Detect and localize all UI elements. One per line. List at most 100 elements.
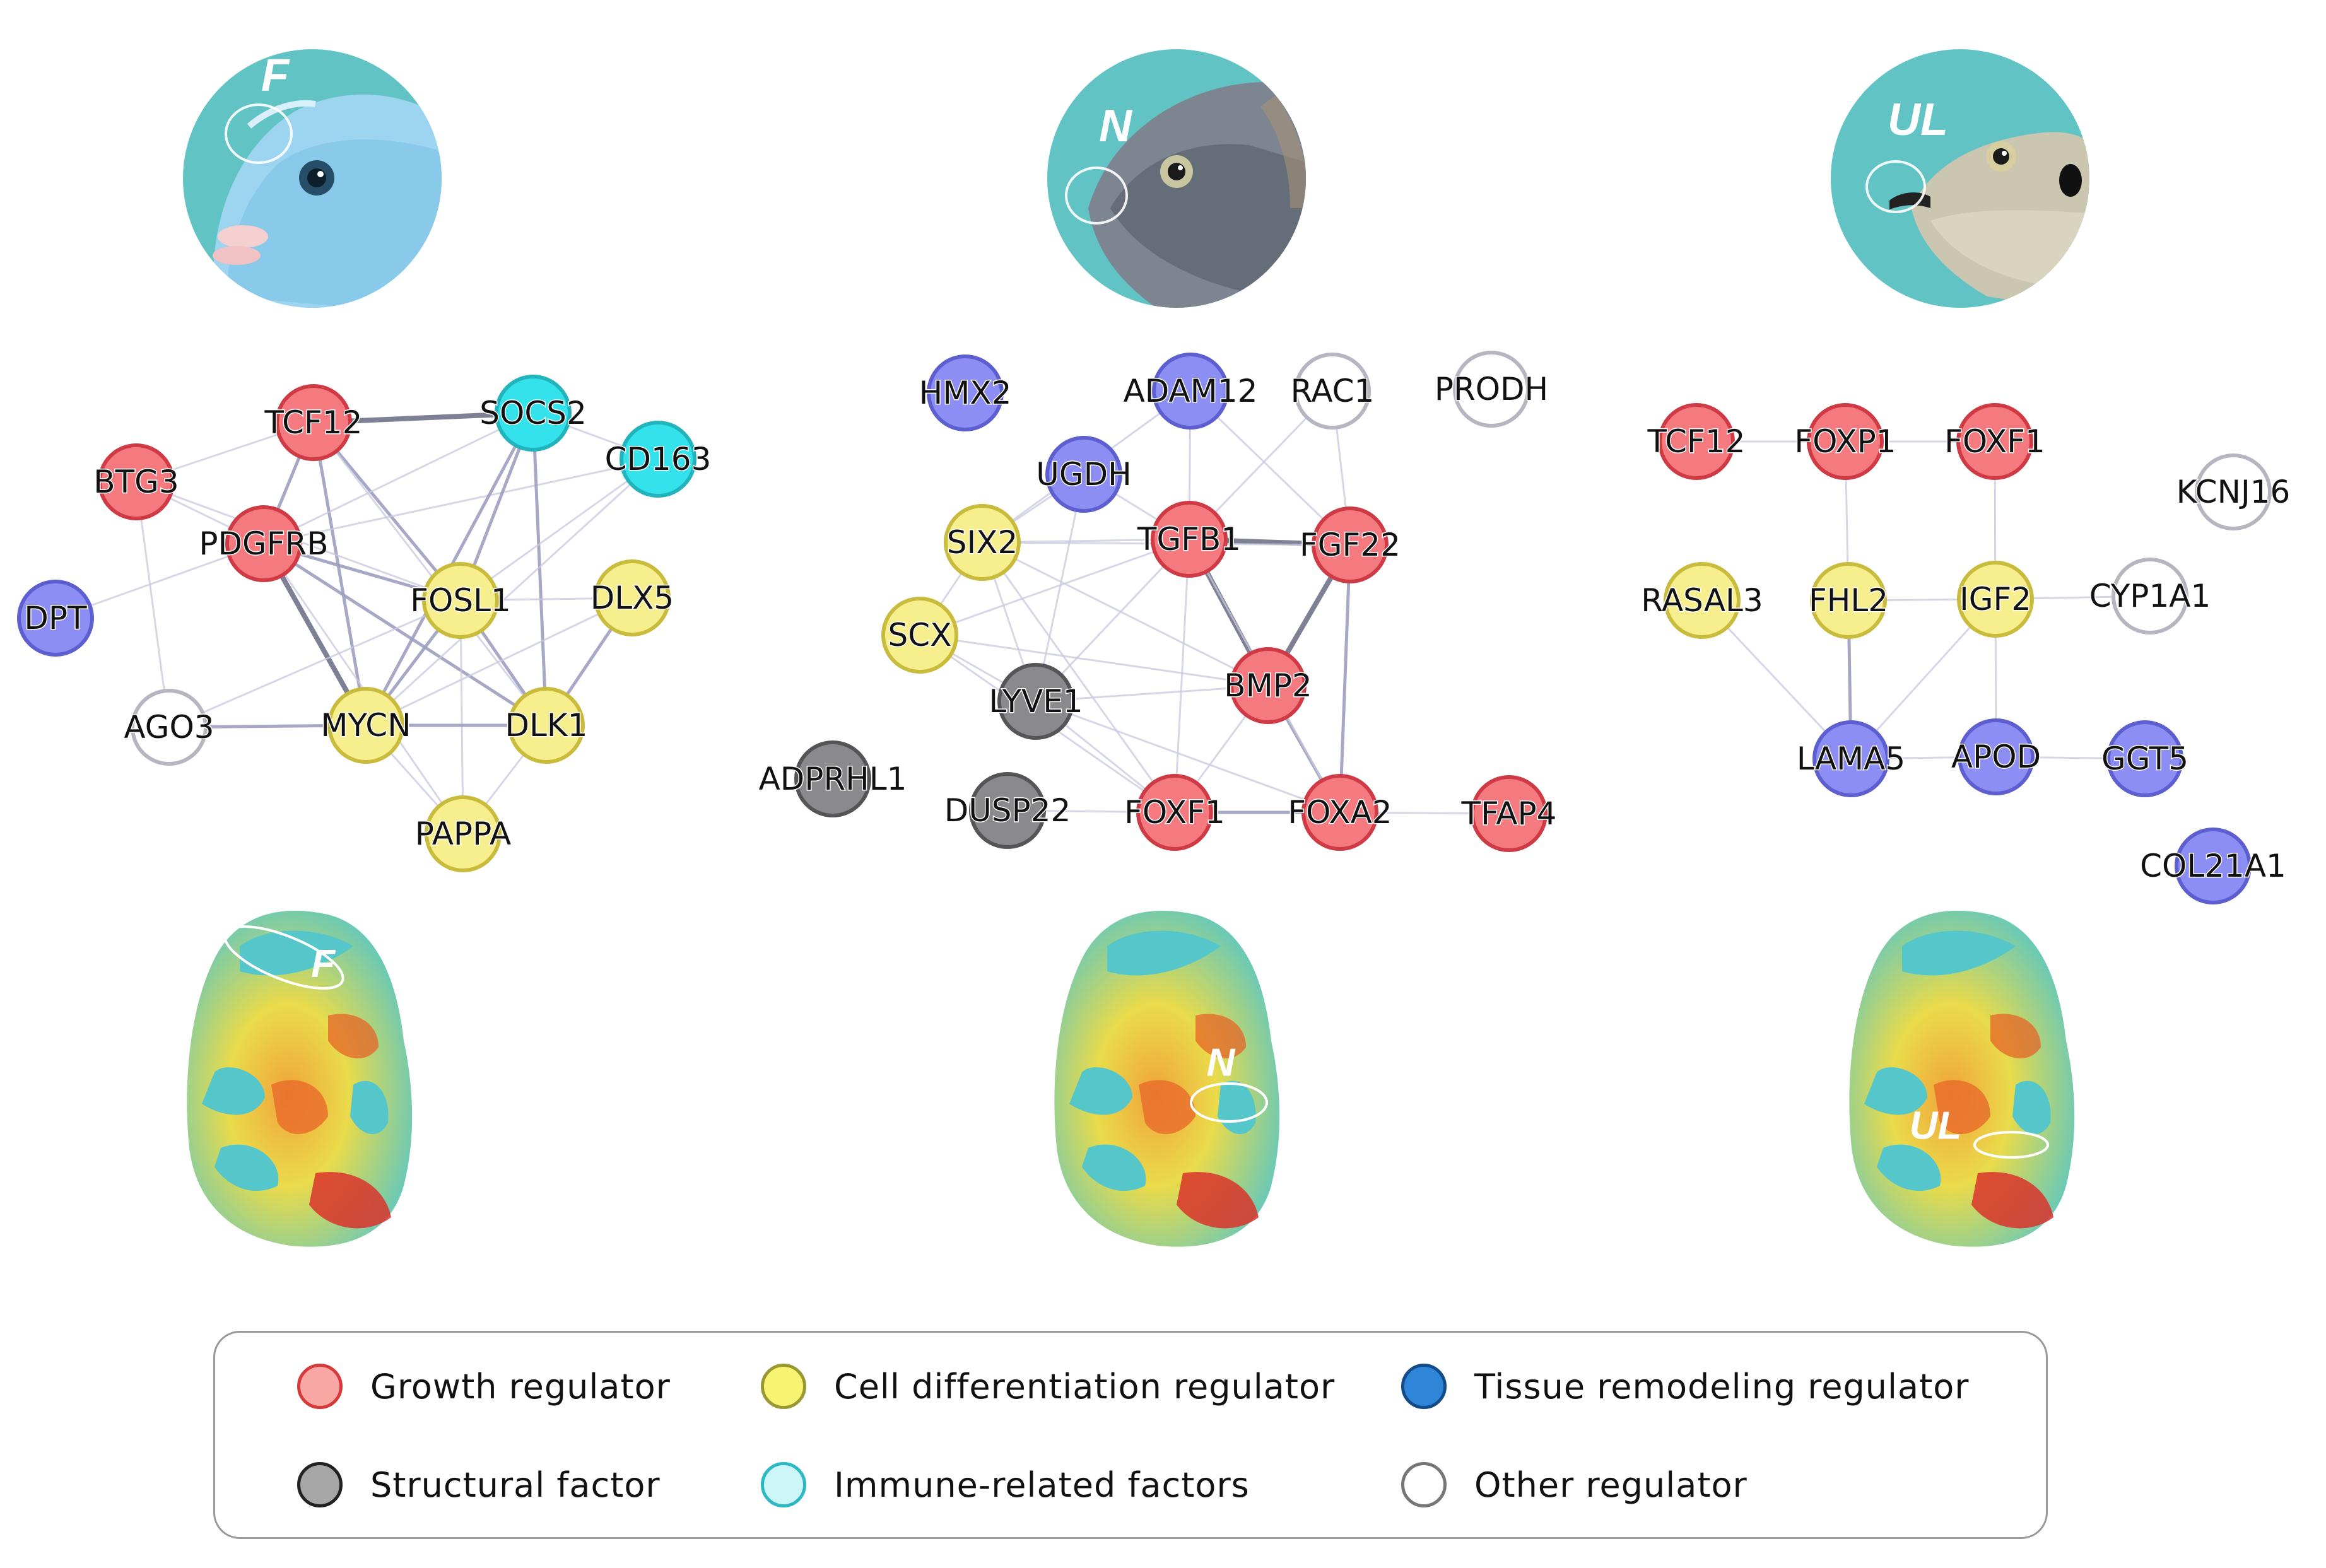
heatmap-head-F: F: [187, 910, 413, 1247]
gene-node-cd163[interactable]: CD163: [604, 421, 712, 498]
gene-node-circle[interactable]: [1230, 647, 1307, 724]
gene-node-foxf1[interactable]: FOXF1: [1124, 774, 1226, 851]
edge-AGO3-FOSL1: [168, 599, 462, 728]
gene-node-cyp1a1[interactable]: CYP1A1: [2088, 558, 2212, 635]
gene-node-fgf22[interactable]: FGF22: [1299, 506, 1401, 583]
gene-node-dlx5[interactable]: DLX5: [589, 559, 675, 636]
gene-node-circle[interactable]: [594, 559, 671, 636]
gene-node-label: FGF22: [1300, 527, 1401, 563]
gene-node-circle[interactable]: [1453, 351, 1530, 428]
gene-node-tgfb1[interactable]: TGFB1: [1136, 501, 1242, 578]
gene-node-foxp1[interactable]: FOXP1: [1794, 403, 1897, 480]
gene-node-circle[interactable]: [1045, 436, 1122, 513]
gene-node-circle[interactable]: [495, 375, 572, 452]
gene-node-circle[interactable]: [17, 580, 94, 657]
gene-node-circle[interactable]: [1958, 718, 2035, 795]
gene-node-circle[interactable]: [1807, 403, 1884, 480]
gene-node-circle[interactable]: [1151, 501, 1228, 578]
gene-node-circle[interactable]: [2112, 558, 2188, 635]
legend: Growth regulator Cell differentiation re…: [213, 1331, 2048, 1539]
gene-node-tcf12[interactable]: TCF12: [263, 384, 363, 461]
gene-node-circle[interactable]: [1957, 561, 2034, 638]
gene-node-fosl1[interactable]: FOSL1: [409, 562, 512, 639]
gene-node-circle[interactable]: [1810, 562, 1887, 639]
legend-label: Growth regulator: [370, 1366, 671, 1407]
gene-node-socs2[interactable]: SOCS2: [479, 375, 587, 452]
gene-node-circle[interactable]: [2106, 720, 2183, 797]
gene-node-label: AGO3: [124, 709, 214, 746]
gene-node-ago3[interactable]: AGO3: [123, 689, 215, 766]
gene-node-bmp2[interactable]: BMP2: [1223, 647, 1313, 724]
gene-node-rac1[interactable]: RAC1: [1289, 353, 1375, 430]
gene-node-label: DLX5: [590, 580, 674, 616]
gene-node-hmx2[interactable]: HMX2: [918, 354, 1013, 431]
gene-node-scx[interactable]: SCX: [881, 597, 958, 674]
gene-node-fhl2[interactable]: FHL2: [1807, 562, 1889, 639]
gene-node-circle[interactable]: [944, 504, 1021, 581]
gene-node-label: LYVE1: [989, 683, 1083, 720]
gene-node-circle[interactable]: [508, 687, 585, 764]
gene-node-label: MYCN: [320, 707, 411, 744]
gene-node-tfap4[interactable]: TFAP4: [1460, 775, 1558, 852]
gene-node-circle[interactable]: [927, 354, 1004, 431]
gene-node-circle[interactable]: [1294, 353, 1371, 430]
gene-node-btg3[interactable]: BTG3: [93, 443, 180, 520]
gene-node-label: CYP1A1: [2089, 578, 2211, 614]
gene-node-circle[interactable]: [225, 505, 302, 582]
gene-node-ggt5[interactable]: GGT5: [2100, 720, 2190, 797]
gene-node-col21a1[interactable]: COL21A1: [2139, 828, 2287, 904]
gene-node-foxf1b[interactable]: FOXF1: [1944, 403, 2046, 480]
gene-node-circle[interactable]: [620, 421, 696, 498]
gene-node-label: SOCS2: [479, 395, 587, 431]
gene-node-circle[interactable]: [969, 772, 1046, 849]
gene-node-rasal3[interactable]: RASAL3: [1640, 562, 1764, 639]
gene-node-circle[interactable]: [422, 562, 499, 639]
legend-swatch: [297, 1364, 343, 1409]
gene-node-circle[interactable]: [1152, 353, 1229, 430]
gene-node-circle[interactable]: [1136, 774, 1213, 851]
gene-node-circle[interactable]: [2195, 453, 2272, 530]
gene-node-pappa[interactable]: PAPPA: [414, 795, 512, 872]
gene-node-label: HMX2: [919, 375, 1012, 411]
gene-node-prodh[interactable]: PRODH: [1433, 351, 1549, 428]
gene-node-pdgfrb[interactable]: PDGFRB: [198, 505, 329, 582]
gene-node-circle[interactable]: [1664, 562, 1741, 639]
gene-node-foxa2[interactable]: FOXA2: [1287, 774, 1393, 851]
gene-node-circle[interactable]: [98, 443, 175, 520]
edge-TGFB1-FOXF1: [1173, 538, 1190, 814]
gene-node-adam12[interactable]: ADAM12: [1122, 353, 1259, 430]
gene-node-circle[interactable]: [425, 795, 502, 872]
gene-node-circle[interactable]: [1301, 774, 1378, 851]
gene-node-circle[interactable]: [1658, 403, 1735, 480]
gene-node-mycn[interactable]: MYCN: [320, 687, 412, 764]
gene-node-adprhl1[interactable]: ADPRHL1: [758, 740, 908, 817]
gene-node-tcf12b[interactable]: TCF12: [1646, 403, 1746, 480]
edge-DLX5-MYCN: [365, 597, 633, 727]
edge-CD163-MYCN: [365, 458, 659, 727]
gene-node-kcnj16[interactable]: KCNJ16: [2175, 453, 2291, 530]
gene-node-ugdh[interactable]: UGDH: [1035, 436, 1132, 513]
gene-node-circle[interactable]: [2175, 828, 2252, 904]
gene-node-circle[interactable]: [1956, 403, 2033, 480]
network-edges: [1695, 440, 2151, 761]
gene-node-six2[interactable]: SIX2: [944, 504, 1021, 581]
gene-node-dlk1[interactable]: DLK1: [504, 687, 589, 764]
gene-node-circle[interactable]: [1471, 775, 1548, 852]
gene-node-circle[interactable]: [881, 597, 958, 674]
gene-node-circle[interactable]: [1812, 720, 1889, 797]
gene-node-circle[interactable]: [327, 687, 404, 764]
gene-node-igf2[interactable]: IGF2: [1957, 561, 2034, 638]
gene-node-label: COL21A1: [2140, 848, 2286, 884]
gene-node-dpt[interactable]: DPT: [17, 580, 94, 657]
gene-node-circle[interactable]: [794, 740, 871, 817]
edge-LYVE1-FOXA2: [1035, 700, 1341, 814]
gene-node-circle[interactable]: [997, 663, 1074, 740]
gene-node-apod[interactable]: APOD: [1950, 718, 2042, 795]
gene-node-dusp22[interactable]: DUSP22: [943, 772, 1072, 849]
gene-node-circle[interactable]: [275, 384, 352, 461]
gene-node-lyve1[interactable]: LYVE1: [988, 663, 1084, 740]
gene-node-lama5[interactable]: LAMA5: [1795, 720, 1906, 797]
gene-node-circle[interactable]: [1312, 506, 1389, 583]
gene-node-circle[interactable]: [131, 689, 208, 766]
